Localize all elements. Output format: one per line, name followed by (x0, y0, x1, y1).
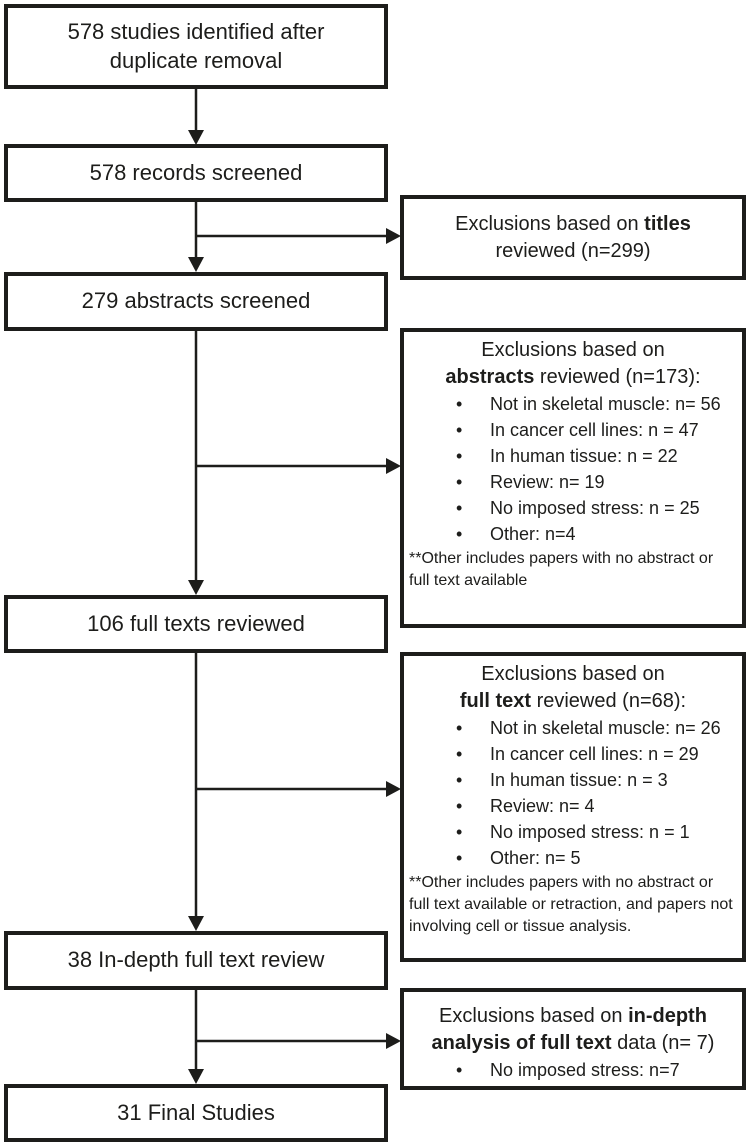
box-indepth-review-label: 38 In-depth full text review (67, 947, 325, 973)
bullet-item: In human tissue: n = 22 (404, 443, 742, 469)
bullet-item: Review: n= 4 (404, 793, 742, 819)
box-final-studies-label: 31 Final Studies (117, 1099, 275, 1125)
exclusions-abstracts-line1: Exclusions based on (481, 339, 665, 361)
exclusions-fulltext-bold: full text (459, 690, 532, 712)
box-records-screened: 578 records screened (4, 144, 388, 202)
arrow-branch-titles-exclusions (196, 228, 401, 244)
box-records-screened-label: 578 records screened (89, 159, 303, 185)
box-exclusions-abstracts: Exclusions based on abstracts reviewed (… (400, 328, 746, 628)
box-exclusions-fulltext: Exclusions based on full text reviewed (… (400, 652, 746, 962)
exclusions-indepth-heading: Exclusions based on in-depth analysis of… (404, 998, 742, 1057)
box-fulltexts-reviewed: 106 full texts reviewed (4, 595, 388, 653)
bullet-item: No imposed stress: n = 25 (404, 495, 742, 521)
exclusions-indepth-bold1: in-depth (628, 1005, 707, 1027)
exclusions-fulltext-line1: Exclusions based on (481, 663, 665, 685)
exclusions-abstracts-footnote: **Other includes papers with no abstract… (409, 550, 714, 589)
exclusions-titles-line2: reviewed (n=299) (495, 239, 651, 262)
arrow-fulltexts-to-indepth (188, 653, 204, 931)
bullet-item: Not in skeletal muscle: n= 56 (404, 391, 742, 417)
exclusions-indepth-line2: data (n= 7) (611, 1032, 715, 1054)
bullet-item: In cancer cell lines: n = 29 (404, 741, 742, 767)
exclusions-fulltext-footnote: **Other includes papers with no abstract… (409, 874, 733, 935)
arrow-indepth-to-final (188, 990, 204, 1084)
bullet-item: No imposed stress: n=7 (404, 1057, 742, 1083)
bullet-item: Review: n= 19 (404, 469, 742, 495)
arrow-identified-to-screened (188, 88, 204, 145)
exclusions-titles-text: Exclusions based on (455, 212, 645, 235)
exclusions-abstracts-heading: Exclusions based on abstracts reviewed (… (404, 332, 742, 391)
box-fulltexts-reviewed-label: 106 full texts reviewed (87, 610, 305, 636)
arrow-abstracts-to-fulltexts (188, 331, 204, 595)
box-abstracts-screened-label: 279 abstracts screened (81, 288, 311, 314)
arrow-branch-indepth-exclusions (196, 1033, 401, 1049)
bullet-item: In human tissue: n = 3 (404, 767, 742, 793)
box-studies-identified-label: 578 studies identified after duplicate r… (67, 18, 325, 73)
bullet-item: Other: n= 5 (404, 845, 742, 871)
box-exclusions-titles: Exclusions based on titles reviewed (n=2… (400, 195, 746, 280)
arrow-screened-to-abstracts (188, 202, 204, 272)
exclusions-indepth-bold2: analysis of full text (431, 1032, 612, 1054)
box-studies-identified: 578 studies identified after duplicate r… (4, 4, 388, 89)
bullet-item: In cancer cell lines: n = 47 (404, 417, 742, 443)
exclusions-abstracts-line2: reviewed (n=173): (534, 366, 701, 388)
exclusions-fulltext-line2: reviewed (n=68): (531, 690, 687, 712)
box-final-studies: 31 Final Studies (4, 1084, 388, 1142)
exclusions-abstracts-bold: abstracts (445, 366, 535, 388)
arrow-branch-abstract-exclusions (196, 458, 401, 474)
exclusions-titles-bold: titles (644, 212, 691, 235)
bullet-item: Not in skeletal muscle: n= 26 (404, 715, 742, 741)
arrow-branch-fulltext-exclusions (196, 781, 401, 797)
bullet-item: No imposed stress: n = 1 (404, 819, 742, 845)
exclusions-fulltext-heading: Exclusions based on full text reviewed (… (404, 656, 742, 715)
exclusions-titles-heading: Exclusions based on titles reviewed (n=2… (449, 211, 697, 265)
box-abstracts-screened: 279 abstracts screened (4, 272, 388, 331)
box-indepth-review: 38 In-depth full text review (4, 931, 388, 990)
bullet-item: Other: n=4 (404, 521, 742, 547)
exclusions-indepth-text: Exclusions based on (439, 1005, 629, 1027)
box-exclusions-indepth: Exclusions based on in-depth analysis of… (400, 988, 746, 1090)
